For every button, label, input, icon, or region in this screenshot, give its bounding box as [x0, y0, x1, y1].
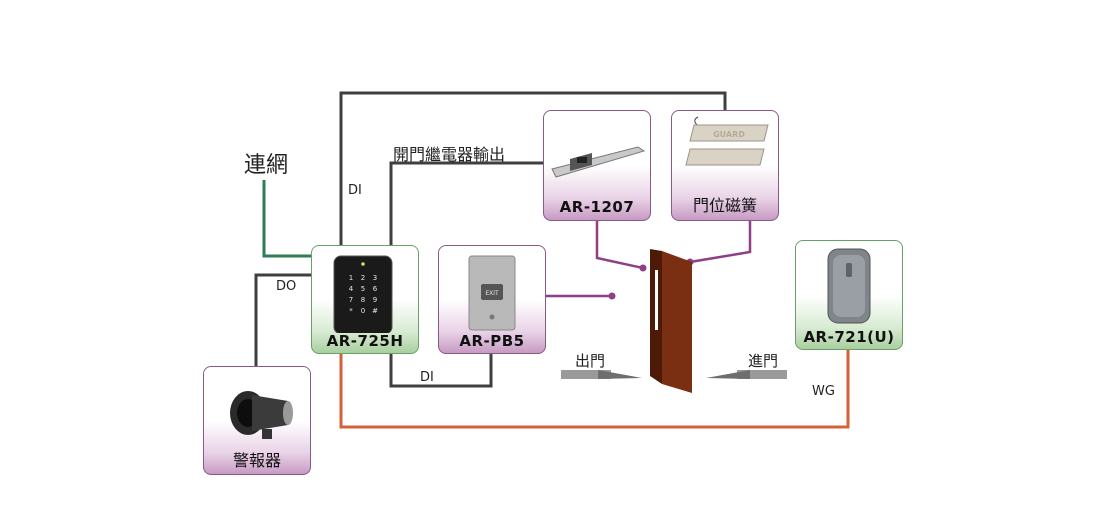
keypad-key: 7	[349, 296, 353, 304]
relay-output-wire	[389, 161, 543, 246]
door-sensor-label: 門位磁簧	[692, 196, 757, 215]
keypad-key: 4	[349, 285, 354, 293]
door-sensor-icon: GUARD	[685, 116, 769, 166]
siren-label: 警報器	[232, 451, 281, 470]
card-reader-icon	[827, 248, 871, 324]
door-sensor-brand-text: GUARD	[713, 130, 745, 139]
controller-label: AR-725H	[326, 332, 404, 350]
enter-direction-label: 進門	[748, 352, 779, 370]
do-signal-label: DO	[276, 279, 297, 294]
electric-strike-icon	[551, 146, 646, 178]
electric-strike-label: AR-1207	[559, 198, 635, 216]
exit-button-door-dot	[608, 292, 616, 300]
electric-strike-box: AR-1207	[543, 110, 651, 221]
exit-button-icon: EXIT	[468, 255, 516, 331]
do-wire-siren	[254, 273, 311, 366]
keypad-key: 9	[373, 296, 377, 304]
exit-direction-arrow	[561, 370, 642, 379]
wg-signal-label: WG	[812, 384, 835, 399]
strike-door-dot	[639, 264, 647, 272]
wiegand-wire	[339, 350, 850, 429]
network-wire	[262, 180, 311, 258]
exit-direction-label: 出門	[575, 352, 606, 370]
reader-box: AR-721(U)	[795, 240, 903, 350]
siren-box: 警報器	[203, 366, 311, 475]
keypad-key: 1	[349, 274, 353, 282]
keypad-key: 0	[361, 307, 365, 315]
exit-button-text: EXIT	[485, 290, 499, 297]
door	[650, 249, 692, 393]
keypad-key: *	[349, 307, 353, 315]
sensor-to-door-line	[689, 221, 752, 264]
door-sensor-box: GUARD 門位磁簧	[671, 110, 779, 221]
keypad-key: 3	[373, 274, 377, 282]
siren-icon	[230, 391, 293, 439]
keypad-key: 8	[361, 296, 365, 304]
di-wire-door-sensor	[339, 91, 727, 246]
exit-button-label: AR-PB5	[459, 332, 525, 350]
keypad-key: #	[372, 307, 378, 315]
keypad-key: 6	[373, 285, 378, 293]
network-label: 連網	[244, 153, 289, 178]
relay-output-label: 開門繼電器輸出	[393, 145, 506, 164]
keypad-key: 2	[361, 274, 365, 282]
di-signal-label-top: DI	[348, 183, 362, 198]
di-wire-exit-button	[389, 354, 493, 388]
reader-label: AR-721(U)	[803, 328, 895, 346]
enter-direction-arrow	[706, 370, 787, 379]
di-signal-label-bottom: DI	[420, 370, 434, 385]
strike-to-door-line	[595, 221, 644, 270]
exit-button-box: EXIT AR-PB5	[438, 245, 546, 354]
keypad-key: 5	[361, 285, 365, 293]
